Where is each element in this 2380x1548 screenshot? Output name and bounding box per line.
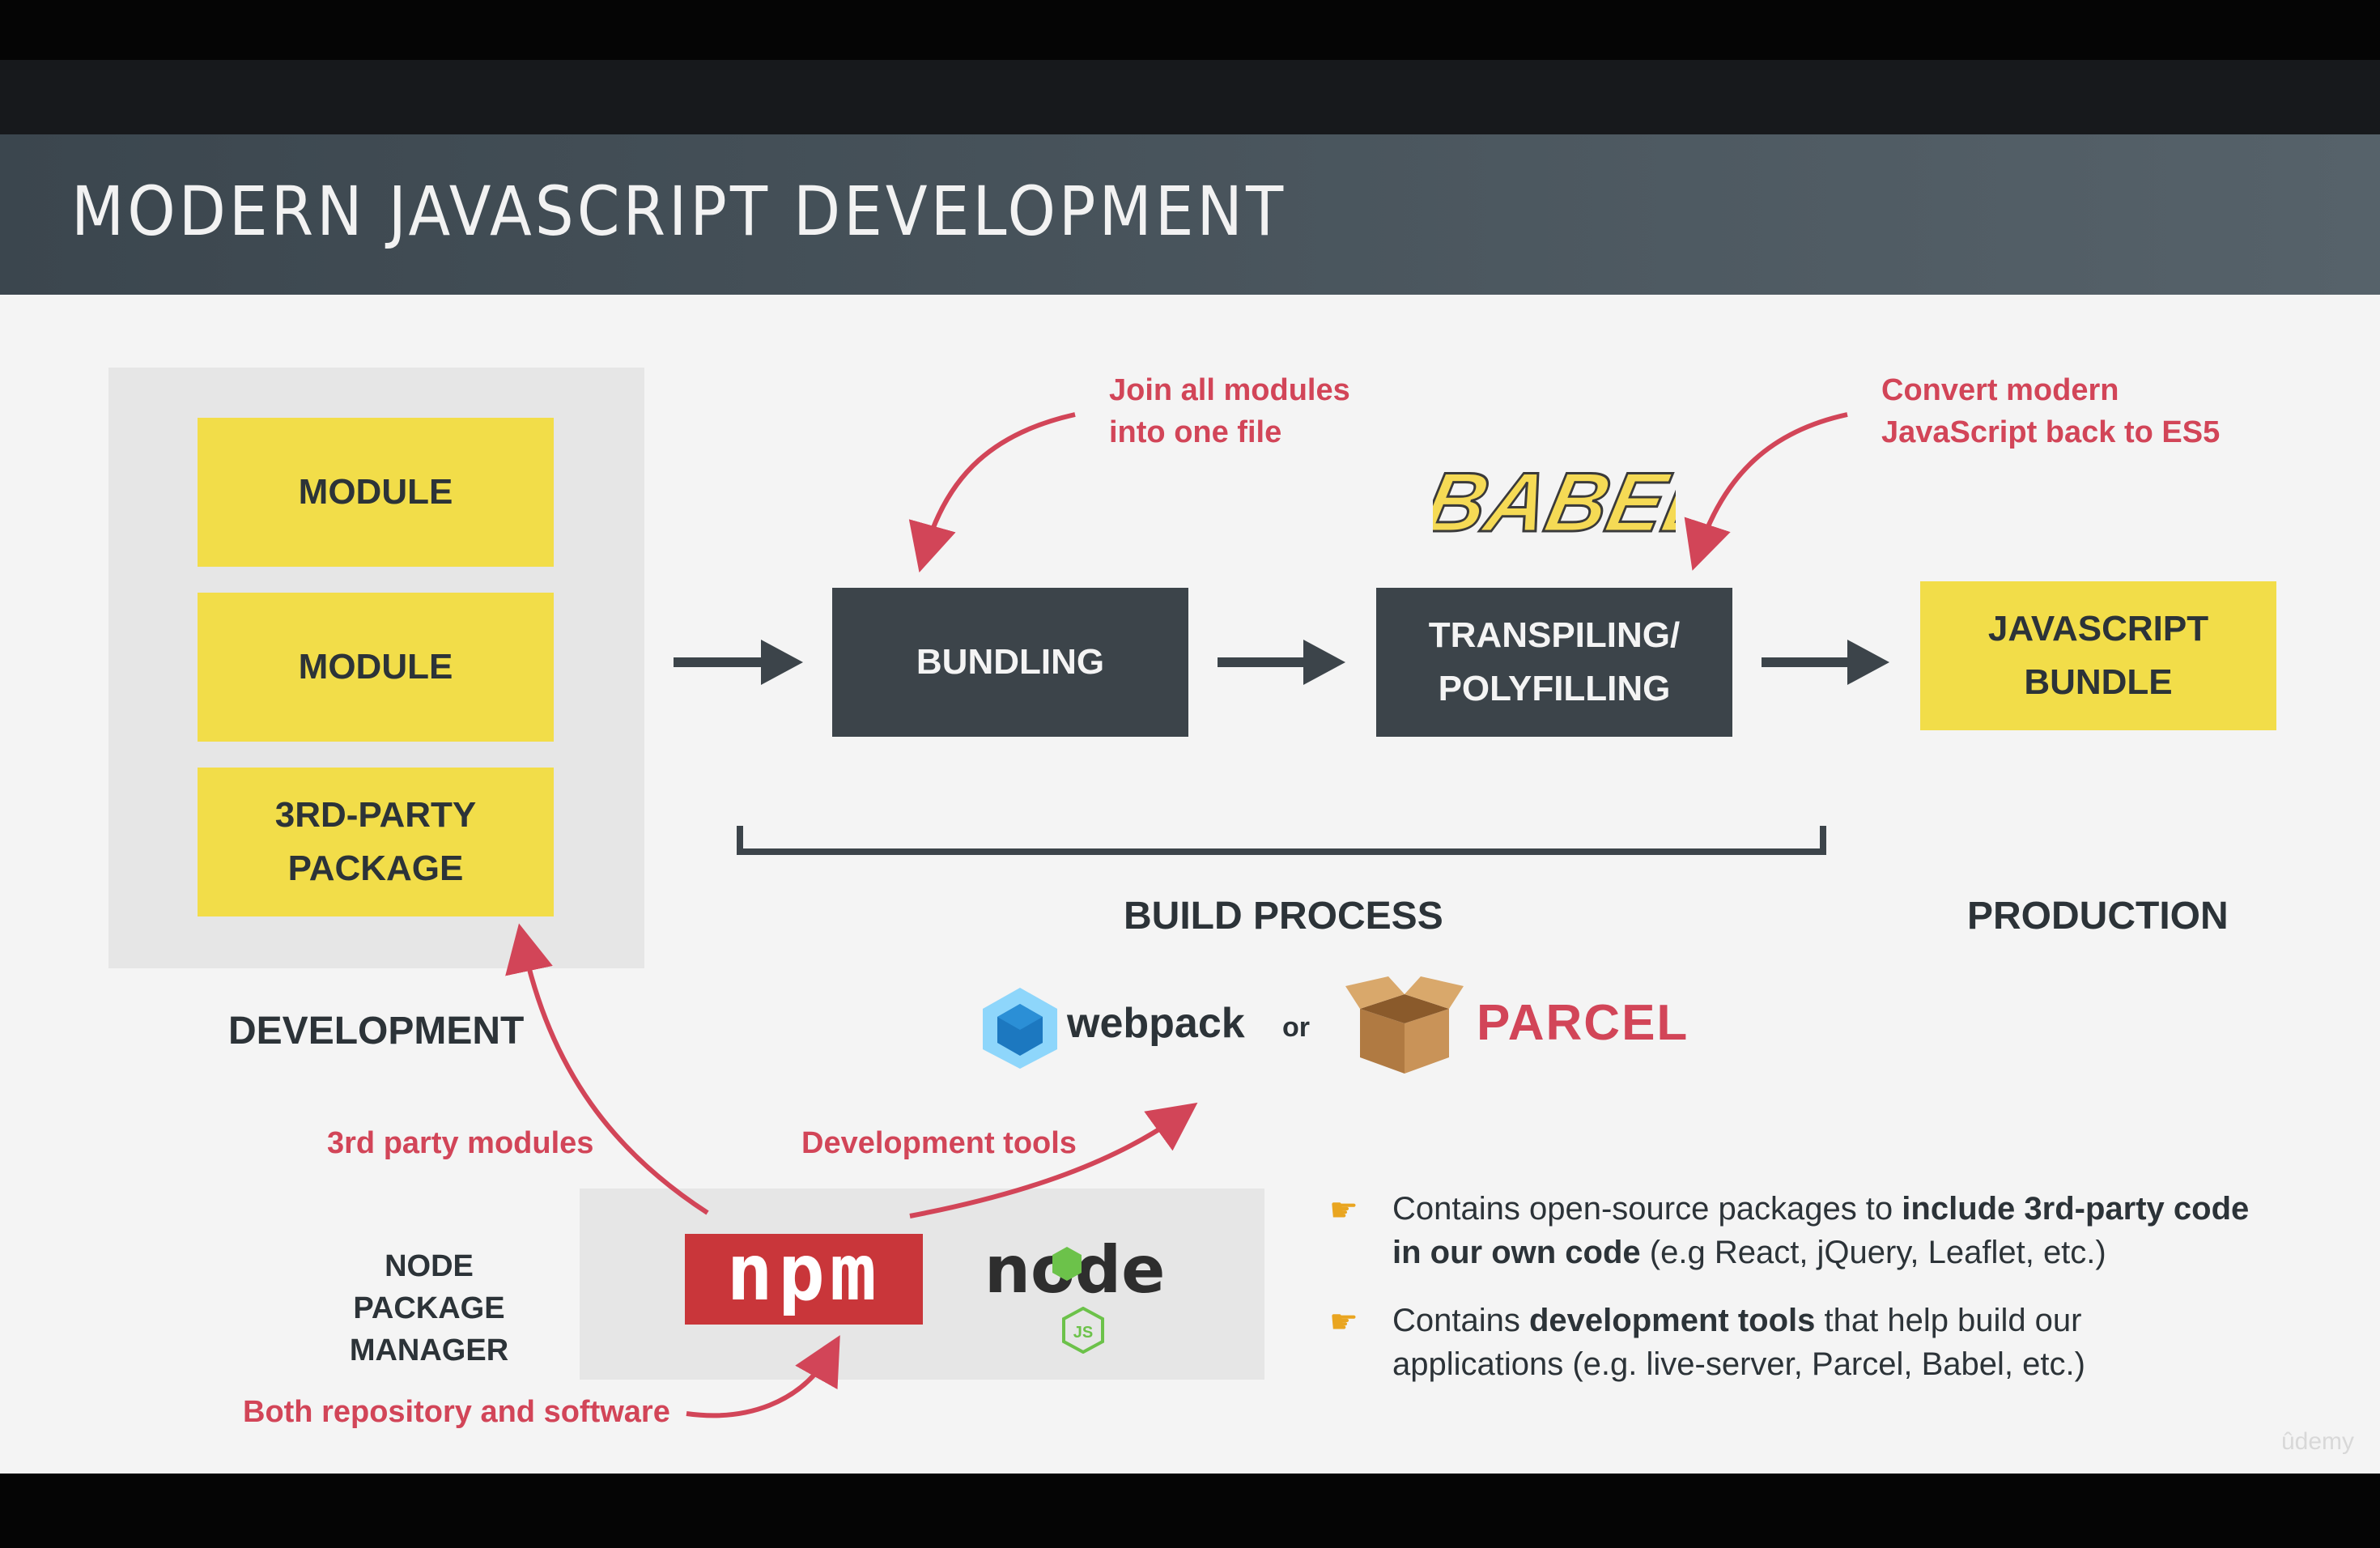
- node-package-manager-label: NODE PACKAGE MANAGER: [349, 1249, 509, 1367]
- bullet-bold-text: include 3rd-party code in our own code: [1392, 1191, 2250, 1270]
- bullet-text: (e.g React, jQuery, Leaflet, etc.): [1640, 1235, 2106, 1270]
- development-panel: MODULE MODULE 3RD-PARTY PACKAGE: [108, 368, 644, 968]
- bullet-item: Contains development tools that help bui…: [1392, 1299, 2250, 1386]
- flow-arrow: [1218, 640, 1345, 685]
- bullet-bold-text: development tools: [1528, 1303, 1816, 1338]
- parcel-logo-text: PARCEL: [1477, 995, 1689, 1051]
- top-letterbox: [0, 0, 2380, 60]
- production-label: PRODUCTION: [1967, 895, 2229, 938]
- pointing-hand-icon: ☛: [1329, 1304, 1358, 1340]
- diagram-connectors: [505, 412, 1889, 1418]
- module-box: MODULE: [198, 418, 554, 567]
- flow-arrow: [1762, 640, 1889, 685]
- transpiling-box: TRANSPILING/ POLYFILLING: [1376, 588, 1732, 737]
- npm-logo: npm: [685, 1234, 923, 1325]
- convert-es5-annotation: Convert modern JavaScript back to ES5: [1881, 373, 2221, 449]
- webpack-logo-text: webpack: [1067, 1000, 1245, 1047]
- bundling-box: BUNDLING: [832, 588, 1188, 737]
- bottom-letterbox: [0, 1474, 2380, 1548]
- build-process-bracket: [737, 826, 1826, 855]
- bullet-text: Contains open-source packages to: [1392, 1191, 1902, 1227]
- repo-software-curve-arrow: [686, 1335, 840, 1418]
- npm-logo-text: npm: [685, 1234, 923, 1312]
- babel-logo-text: BABEL: [1433, 456, 1676, 550]
- pointing-hand-icon: ☛: [1329, 1193, 1358, 1228]
- npm-panel: npm node JS: [580, 1189, 1264, 1380]
- join-modules-curve-arrow: [908, 412, 1076, 573]
- third-party-annotation: 3rd party modules: [327, 1126, 594, 1160]
- babel-logo: BABEL: [1433, 455, 1676, 551]
- dev-tools-curve-arrow: [909, 1102, 1198, 1218]
- slide-title: MODERN JAVASCRIPT DEVELOPMENT: [71, 172, 1287, 251]
- build-process-label: BUILD PROCESS: [1124, 895, 1443, 938]
- bullet-item: Contains open-source packages to include…: [1392, 1187, 2250, 1274]
- node-js-text: JS: [1073, 1324, 1093, 1342]
- module-box: MODULE: [198, 593, 554, 742]
- convert-es5-curve-arrow: [1684, 412, 1848, 571]
- bullet-text: that help build our applications (e.g. l…: [1392, 1303, 2085, 1382]
- slide-header: MODERN JAVASCRIPT DEVELOPMENT: [0, 134, 2380, 295]
- javascript-bundle-box: JAVASCRIPT BUNDLE: [1920, 581, 2276, 730]
- third-party-package-box: 3RD-PARTY PACKAGE: [198, 768, 554, 916]
- repo-software-annotation: Both repository and software: [243, 1395, 670, 1429]
- parcel-box-icon: [1345, 976, 1464, 1074]
- join-modules-annotation: Join all modules into one file: [1109, 373, 1350, 449]
- node-js-badge-icon: JS: [1062, 1307, 1104, 1354]
- or-text: or: [1282, 1012, 1310, 1043]
- webpack-cube-icon: [983, 988, 1057, 1069]
- slide-body: MODULE MODULE 3RD-PARTY PACKAGE DEVELOPM…: [0, 295, 2380, 1474]
- udemy-watermark: ûdemy: [2281, 1428, 2355, 1455]
- bullet-text: Contains: [1392, 1303, 1529, 1338]
- node-hexagon-icon: [1052, 1247, 1082, 1281]
- flow-arrow: [674, 640, 803, 685]
- third-party-curve-arrow: [505, 923, 709, 1215]
- dev-tools-annotation: Development tools: [801, 1126, 1077, 1160]
- development-label: DEVELOPMENT: [228, 1010, 525, 1053]
